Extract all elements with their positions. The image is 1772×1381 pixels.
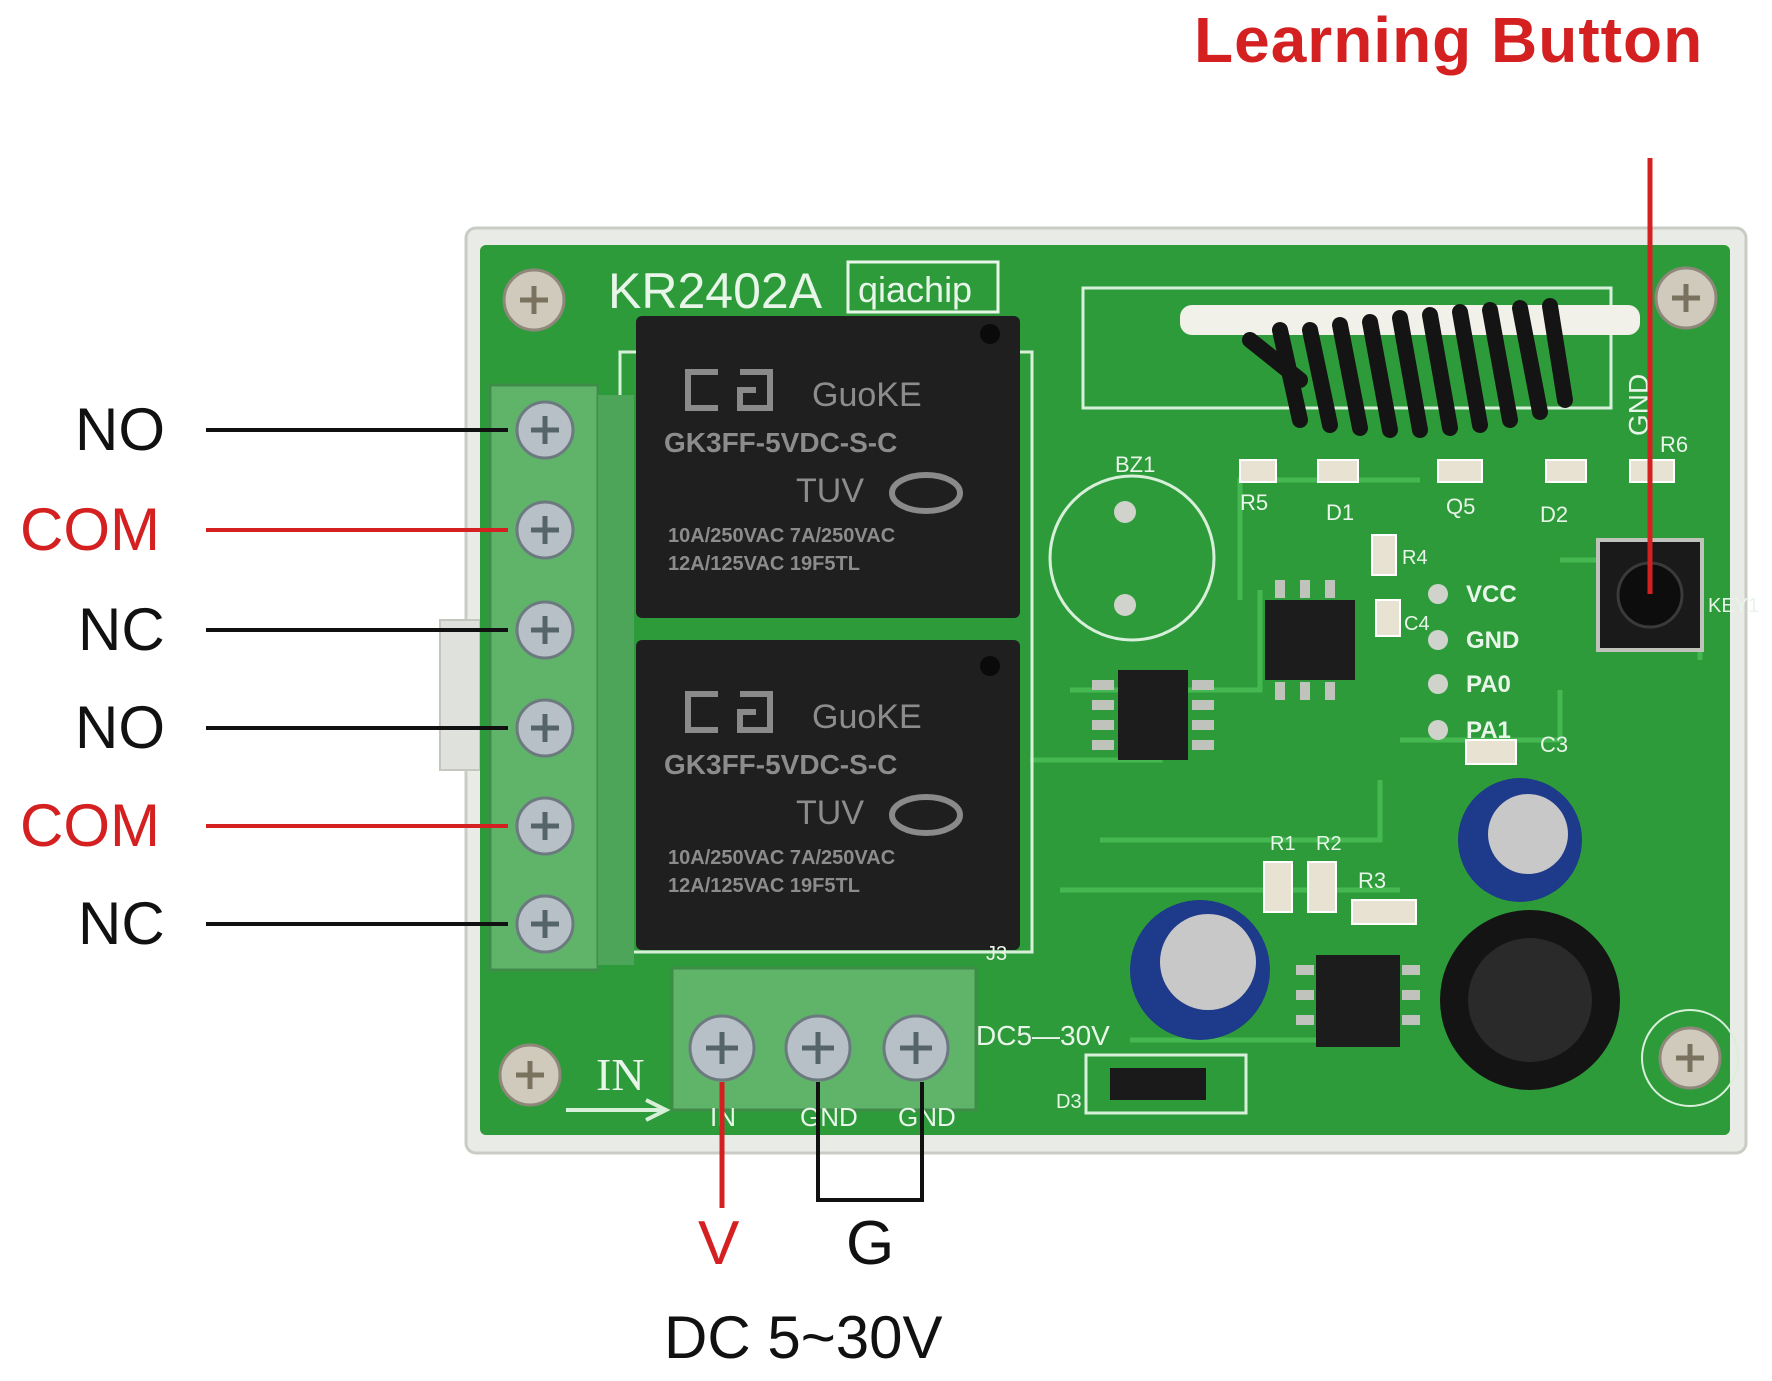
header-pin-gnd: GND — [1466, 627, 1519, 654]
header-pin-pa1: PA1 — [1466, 717, 1511, 744]
mounting-screws — [498, 266, 1739, 1107]
label-r2: R2 — [1316, 833, 1342, 855]
label-r4: R4 — [1402, 547, 1428, 569]
label-key1: KEY1 — [1708, 595, 1759, 617]
terminal-label-no-2: NO — [75, 694, 165, 761]
relay-2-body — [636, 640, 1020, 950]
dc-range-label: DC 5~30V — [664, 1304, 943, 1371]
buzzer-outline — [1048, 474, 1216, 642]
terminal-leader-lines — [206, 428, 508, 926]
board-model: KR2402A — [608, 263, 823, 319]
relay-1-brand: GuoKE — [812, 376, 922, 414]
voltage-label: V — [698, 1209, 740, 1278]
header-pin-pa0: PA0 — [1466, 671, 1511, 698]
label-c4: C4 — [1404, 613, 1430, 635]
label-r3: R3 — [1358, 868, 1386, 893]
buzzer-pad-minus — [1114, 594, 1136, 616]
label-c3: C3 — [1540, 732, 1568, 757]
label-d2: D2 — [1540, 502, 1568, 527]
left-terminal-rail — [598, 395, 634, 965]
header-pin-pads — [1428, 584, 1448, 740]
relay-1-rating-1: 10A/250VAC 7A/250VAC — [668, 525, 895, 547]
terminal-label-no-1: NO — [75, 396, 165, 463]
antenna-outline — [1081, 286, 1613, 410]
electrolytic-capacitors — [1130, 778, 1620, 1090]
smd-components — [1239, 459, 1675, 925]
label-r1: R1 — [1270, 833, 1296, 855]
relay-2-rating-2: 12A/125VAC 19F5TL — [668, 875, 860, 897]
pin-label-gnd-2: GND — [898, 1102, 956, 1132]
pin-label-gnd-1: GND — [800, 1102, 858, 1132]
terminal-label-nc-2: NC — [78, 890, 165, 957]
left-terminal-block — [488, 383, 600, 972]
input-arrow-icon — [566, 1098, 671, 1122]
relay-2-mark — [980, 656, 1000, 676]
label-bz1: BZ1 — [1115, 452, 1155, 477]
terminal-label-nc-1: NC — [78, 596, 165, 663]
ic-chips — [1092, 580, 1420, 1047]
board-brand: qiachip — [858, 269, 972, 310]
header-pin-vcc: VCC — [1466, 581, 1517, 608]
diode-d3 — [1110, 1068, 1206, 1100]
label-r5: R5 — [1240, 490, 1268, 515]
terminal-label-com-1: COM — [20, 496, 160, 563]
label-r6: R6 — [1660, 432, 1688, 457]
label-q5: Q5 — [1446, 494, 1475, 519]
left-terminal-screws — [515, 400, 575, 954]
label-d1: D1 — [1326, 500, 1354, 525]
dc-marking: DC5—30V — [976, 1020, 1110, 1051]
relay-2-cert: TUV — [796, 794, 864, 832]
label-d3: D3 — [1056, 1091, 1082, 1113]
bottom-terminal-screws — [688, 1014, 950, 1082]
buzzer-pad-plus — [1114, 501, 1136, 523]
ground-label: G — [846, 1209, 895, 1278]
relay-2-model: GK3FF-5VDC-S-C — [664, 749, 897, 780]
relay-1-cert: TUV — [796, 472, 864, 510]
label-j3: J3 — [986, 943, 1007, 965]
relay-1-body — [636, 316, 1020, 618]
input-marking: IN — [596, 1049, 645, 1100]
enclosure-side-tab — [439, 619, 481, 771]
antenna-coil — [1242, 298, 1573, 438]
relay-1-rating-2: 12A/125VAC 19F5TL — [668, 553, 860, 575]
terminal-label-com-2: COM — [20, 792, 160, 859]
relay-1-model: GK3FF-5VDC-S-C — [664, 427, 897, 458]
relay-2-brand: GuoKE — [812, 698, 922, 736]
diode-d3-outline — [1084, 1053, 1248, 1115]
relay-logos — [685, 369, 963, 836]
learning-button-label: Learning Button — [1194, 4, 1704, 76]
relay-1-mark — [980, 324, 1000, 344]
brand-box — [846, 260, 1000, 314]
g-bracket-line — [816, 1082, 924, 1202]
relay-2-rating-1: 10A/250VAC 7A/250VAC — [668, 847, 895, 869]
